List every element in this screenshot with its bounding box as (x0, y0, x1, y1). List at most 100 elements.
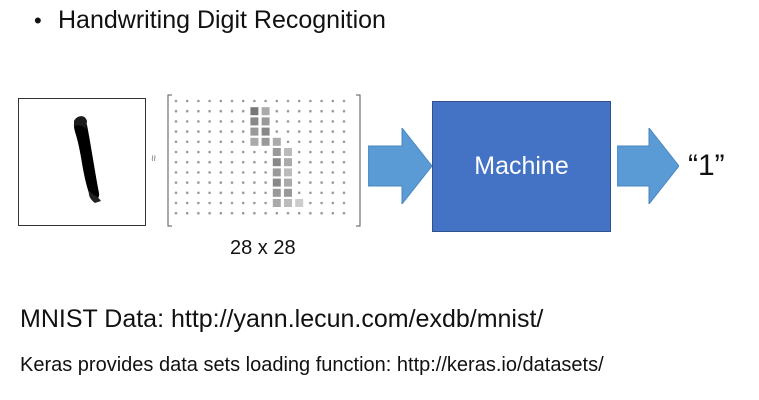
matrix-cell-empty (320, 160, 323, 164)
matrix-cell-empty (331, 150, 335, 154)
matrix-cell-empty (275, 130, 279, 133)
slide-title-text: Handwriting Digit Recognition (58, 6, 386, 34)
matrix-cell-empty (309, 150, 312, 154)
matrix-cell-empty (174, 201, 178, 205)
matrix-cell-empty (230, 171, 234, 174)
matrix-cell-empty (197, 99, 200, 103)
matrix-cell-empty (174, 191, 178, 195)
matrix-cell-empty (342, 109, 346, 113)
matrix-cell-empty (219, 130, 223, 133)
matrix-cell-empty (297, 171, 301, 174)
matrix-cell-empty (342, 160, 346, 164)
matrix-cell-empty (208, 191, 211, 195)
matrix-cell-empty (241, 99, 245, 103)
output-label: “1” (688, 149, 725, 182)
matrix-cell-empty (219, 181, 223, 184)
matrix-cell-empty (185, 181, 189, 184)
matrix-cell-empty (219, 201, 223, 205)
matrix-cell-empty (241, 109, 245, 113)
matrix-cell-empty (197, 130, 200, 133)
matrix-cell-filled (284, 148, 292, 156)
matrix-cell-empty (320, 120, 323, 123)
matrix-cell-empty (241, 120, 245, 123)
matrix-cell-empty (230, 130, 234, 133)
matrix-cell-empty (331, 160, 335, 164)
matrix-cell-empty (197, 211, 200, 215)
matrix-cell-filled (284, 178, 292, 187)
matrix-cell-empty (297, 99, 301, 103)
matrix-cell-empty (342, 130, 346, 133)
matrix-cell-empty (297, 191, 301, 195)
matrix-cell-empty (197, 201, 200, 205)
matrix-cell-filled (284, 199, 292, 207)
matrix-cell-empty (286, 99, 290, 103)
matrix-cell-empty (230, 109, 234, 113)
matrix-cell-empty (208, 109, 211, 113)
matrix-cell-empty (331, 191, 335, 195)
matrix-cell-empty (309, 140, 312, 144)
matrix-cell-empty (253, 160, 256, 164)
approx-symbol: ≈ (147, 154, 160, 162)
pixel-matrix (167, 94, 361, 227)
matrix-cell-empty (309, 160, 312, 164)
matrix-cell-filled (272, 178, 281, 187)
keras-datasets-text: Keras provides data sets loading functio… (20, 354, 604, 376)
matrix-cell-empty (286, 140, 290, 144)
matrix-cell-empty (342, 120, 346, 123)
matrix-cell-empty (342, 191, 346, 195)
matrix-cell-empty (219, 120, 223, 123)
matrix-cell-empty (297, 120, 301, 123)
matrix-cell-empty (275, 99, 279, 103)
matrix-cell-empty (320, 140, 323, 144)
matrix-cell-empty (320, 201, 323, 205)
matrix-cell-empty (264, 201, 267, 205)
matrix-cell-empty (208, 171, 211, 174)
matrix-cell-filled (261, 117, 270, 126)
matrix-cell-empty (264, 171, 267, 174)
matrix-cell-empty (197, 181, 200, 184)
matrix-cell-empty (230, 160, 234, 164)
matrix-cell-empty (275, 211, 279, 215)
matrix-cell-empty (297, 181, 301, 184)
matrix-cell-empty (309, 211, 312, 215)
matrix-cell-filled (250, 137, 259, 146)
matrix-cell-filled (272, 168, 281, 177)
matrix-cell-empty (219, 160, 223, 164)
matrix-cell-empty (230, 150, 234, 154)
matrix-cell-empty (230, 140, 234, 144)
matrix-cell-empty (264, 160, 267, 164)
matrix-cell-empty (320, 211, 323, 215)
matrix-cell-empty (208, 150, 211, 154)
arrow-to-machine (368, 128, 432, 204)
matrix-cell-empty (331, 109, 335, 113)
matrix-cell-empty (174, 150, 178, 154)
matrix-cell-empty (331, 171, 335, 174)
matrix-cell-empty (241, 191, 245, 195)
matrix-cell-empty (253, 99, 256, 103)
matrix-cell-empty (342, 150, 346, 154)
matrix-cell-empty (241, 181, 245, 184)
matrix-cell-empty (185, 191, 189, 195)
matrix-cell-empty (331, 201, 335, 205)
matrix-cell-empty (331, 99, 335, 103)
matrix-cell-empty (309, 99, 312, 103)
arrow-shape (368, 128, 432, 204)
matrix-cell-empty (219, 140, 223, 144)
matrix-cell-empty (309, 181, 312, 184)
matrix-cell-filled (261, 127, 270, 136)
matrix-cell-empty (219, 191, 223, 195)
matrix-cell-empty (342, 140, 346, 144)
matrix-cell-empty (297, 150, 301, 154)
matrix-cell-empty (320, 171, 323, 174)
matrix-cell-empty (185, 171, 189, 174)
matrix-cell-empty (241, 140, 245, 144)
matrix-cell-empty (320, 191, 323, 195)
matrix-cell-empty (253, 191, 256, 195)
matrix-cell-empty (253, 201, 256, 205)
matrix-cell-empty (230, 120, 234, 123)
matrix-cell-empty (219, 150, 223, 154)
matrix-cell-empty (297, 160, 301, 164)
matrix-cell-empty (185, 140, 189, 144)
matrix-cell-empty (174, 99, 178, 103)
matrix-cell-filled (284, 188, 292, 197)
